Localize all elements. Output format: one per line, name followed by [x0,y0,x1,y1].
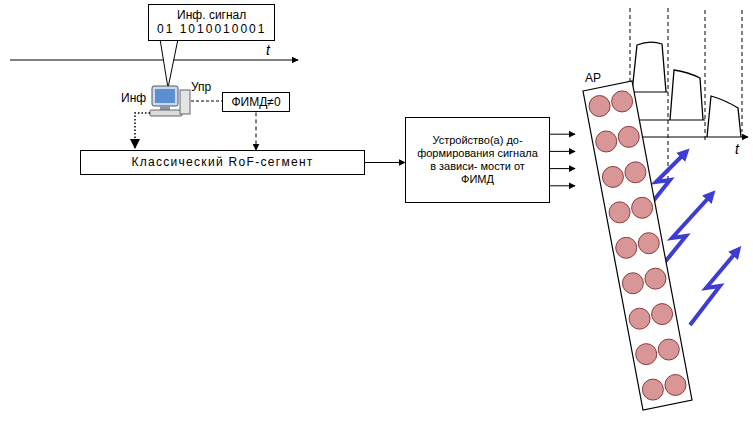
process-box: Классический RoF-сегмент [80,150,365,175]
computer-icon [150,86,190,116]
callout-box: Инф. сигнал01 1010010001 [148,4,275,41]
control-line [191,101,222,102]
control-value: ФИМД≠0 [228,95,284,109]
time-axis-label: t [266,42,270,58]
info-line [135,113,150,148]
connector-arrow [550,151,575,152]
signal-title: Инф. сигнал [157,8,266,22]
device-name: Устройство(а) до- формирования сигнала в… [414,134,541,187]
antenna-array-outline [575,63,700,415]
time-axis-label: t [735,141,739,157]
parameter-box: ФИМД≠0 [222,92,290,112]
connector-arrow [256,112,257,150]
connector-arrow [550,185,575,186]
connector-arrow [365,162,405,163]
connector-arrow [550,168,575,169]
antenna-array: АР [575,63,706,415]
process-box: Устройство(а) до- формирования сигнала в… [405,117,550,203]
callout-pointer [160,39,178,88]
bit-sequence: 01 1010010001 [157,22,266,36]
signal-label: Инф [121,91,146,105]
segment-name: Классический RoF-сегмент [89,155,356,169]
signal-label: Упр [191,80,211,94]
time-axis [10,60,298,61]
array-name: АР [585,71,706,85]
connector-arrow [550,134,575,135]
